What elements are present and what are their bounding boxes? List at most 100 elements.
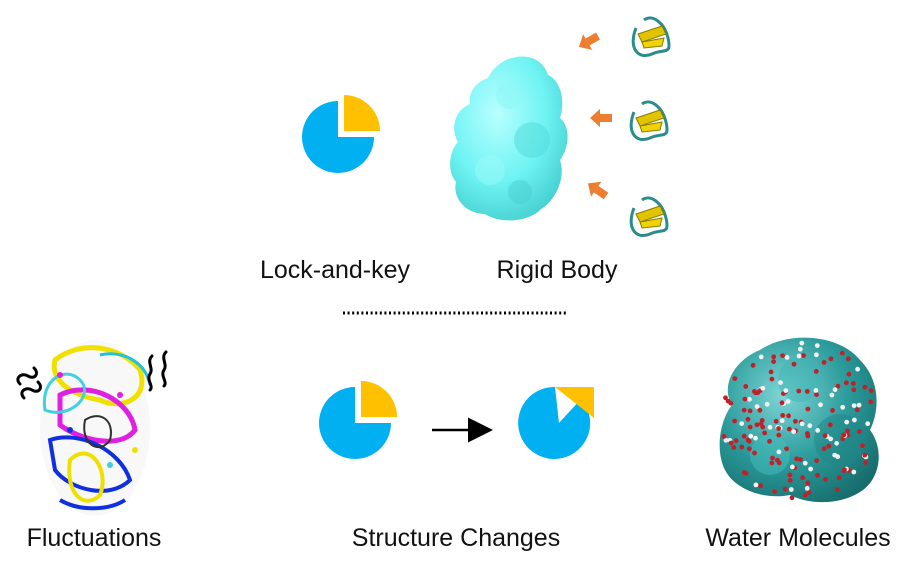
water-molecule [790,464,795,470]
water-molecule [868,399,874,405]
water-molecule [723,437,729,443]
water-molecule [813,388,819,393]
water-molecule [778,380,783,385]
pie-slice-key-icon [344,95,380,131]
label-lock-and-key: Lock-and-key [260,256,411,284]
water-molecule [854,407,860,413]
water-molecule [793,418,798,424]
water-molecule [821,360,827,365]
water-molecule [750,362,756,368]
solvated-protein-icon [719,337,879,503]
water-molecule [818,402,823,408]
water-molecule [747,446,752,452]
water-molecule [829,392,835,398]
water-molecule [791,429,797,434]
water-molecule [852,417,857,423]
water-molecule [772,489,777,494]
water-molecule [776,426,781,431]
orange-arrow-icon [578,32,600,50]
water-molecule [802,492,808,498]
label-structure-changes: Structure Changes [352,524,560,552]
water-molecule [776,432,782,438]
water-molecule [754,422,760,428]
water-molecule [745,416,751,422]
water-molecule [805,480,811,486]
water-molecule [796,353,802,359]
water-molecules-layer [721,340,874,501]
water-molecule [839,350,845,356]
water-molecule [721,434,727,439]
water-molecule [797,346,803,352]
water-molecule [747,424,753,430]
water-molecule [784,355,790,360]
water-molecule [862,384,868,390]
water-molecule [796,388,802,394]
lock-and-key-pie [302,95,380,173]
water-molecule [806,489,812,495]
water-molecule [857,429,862,434]
water-molecule [814,343,820,348]
water-molecule [782,486,788,492]
water-molecule [732,418,737,424]
water-molecule [841,432,847,438]
water-molecule [767,424,773,430]
ribbon-ligand-icon [629,196,669,237]
water-molecule [834,487,840,493]
water-molecule [826,443,832,449]
water-molecule [780,413,786,418]
water-molecule [865,421,871,427]
water-molecule [794,456,800,462]
water-molecule [845,428,850,434]
water-molecule [731,445,737,450]
water-molecule [748,433,754,439]
water-molecule [723,395,728,401]
water-molecule [840,404,846,410]
wavy-line-icon [16,366,42,400]
water-molecule [758,354,764,360]
water-molecule [757,407,763,413]
water-molecule [814,458,820,463]
water-molecule [828,356,834,362]
water-molecule [784,446,789,452]
water-molecule [725,398,731,404]
water-molecule [807,423,813,429]
pie-lock-icon [302,101,374,173]
water-molecule [753,435,758,441]
water-molecule [758,421,764,427]
water-molecule [821,446,827,451]
water-molecule [815,472,820,478]
water-molecule [868,388,874,393]
water-molecule [758,483,763,489]
water-molecule [786,413,791,419]
water-molecule [822,433,828,439]
water-molecule [732,376,738,381]
water-molecule [805,431,810,436]
water-molecule [742,396,748,402]
water-molecule [808,466,813,472]
pie-lock-icon [319,387,391,459]
water-molecule [743,384,749,389]
water-molecule [800,475,805,481]
water-molecule [827,422,833,428]
water-molecule [851,387,857,393]
water-molecule [802,460,808,466]
water-molecule [843,380,849,386]
water-molecule [764,401,770,407]
water-molecule [776,449,782,455]
label-water-molecules: Water Molecules [705,524,890,552]
water-molecule [769,376,775,382]
water-molecule [741,407,747,413]
water-molecule [804,389,810,394]
water-molecule [834,440,839,446]
water-molecule [860,443,865,448]
water-molecule [842,467,847,472]
water-molecule [733,438,739,444]
water-molecule [754,404,760,409]
water-molecule [799,340,805,346]
water-molecule [801,353,806,358]
water-molecule [739,421,745,426]
structure-after-pie [518,386,594,459]
wavy-line-icon [147,350,168,392]
water-molecule [804,486,810,491]
